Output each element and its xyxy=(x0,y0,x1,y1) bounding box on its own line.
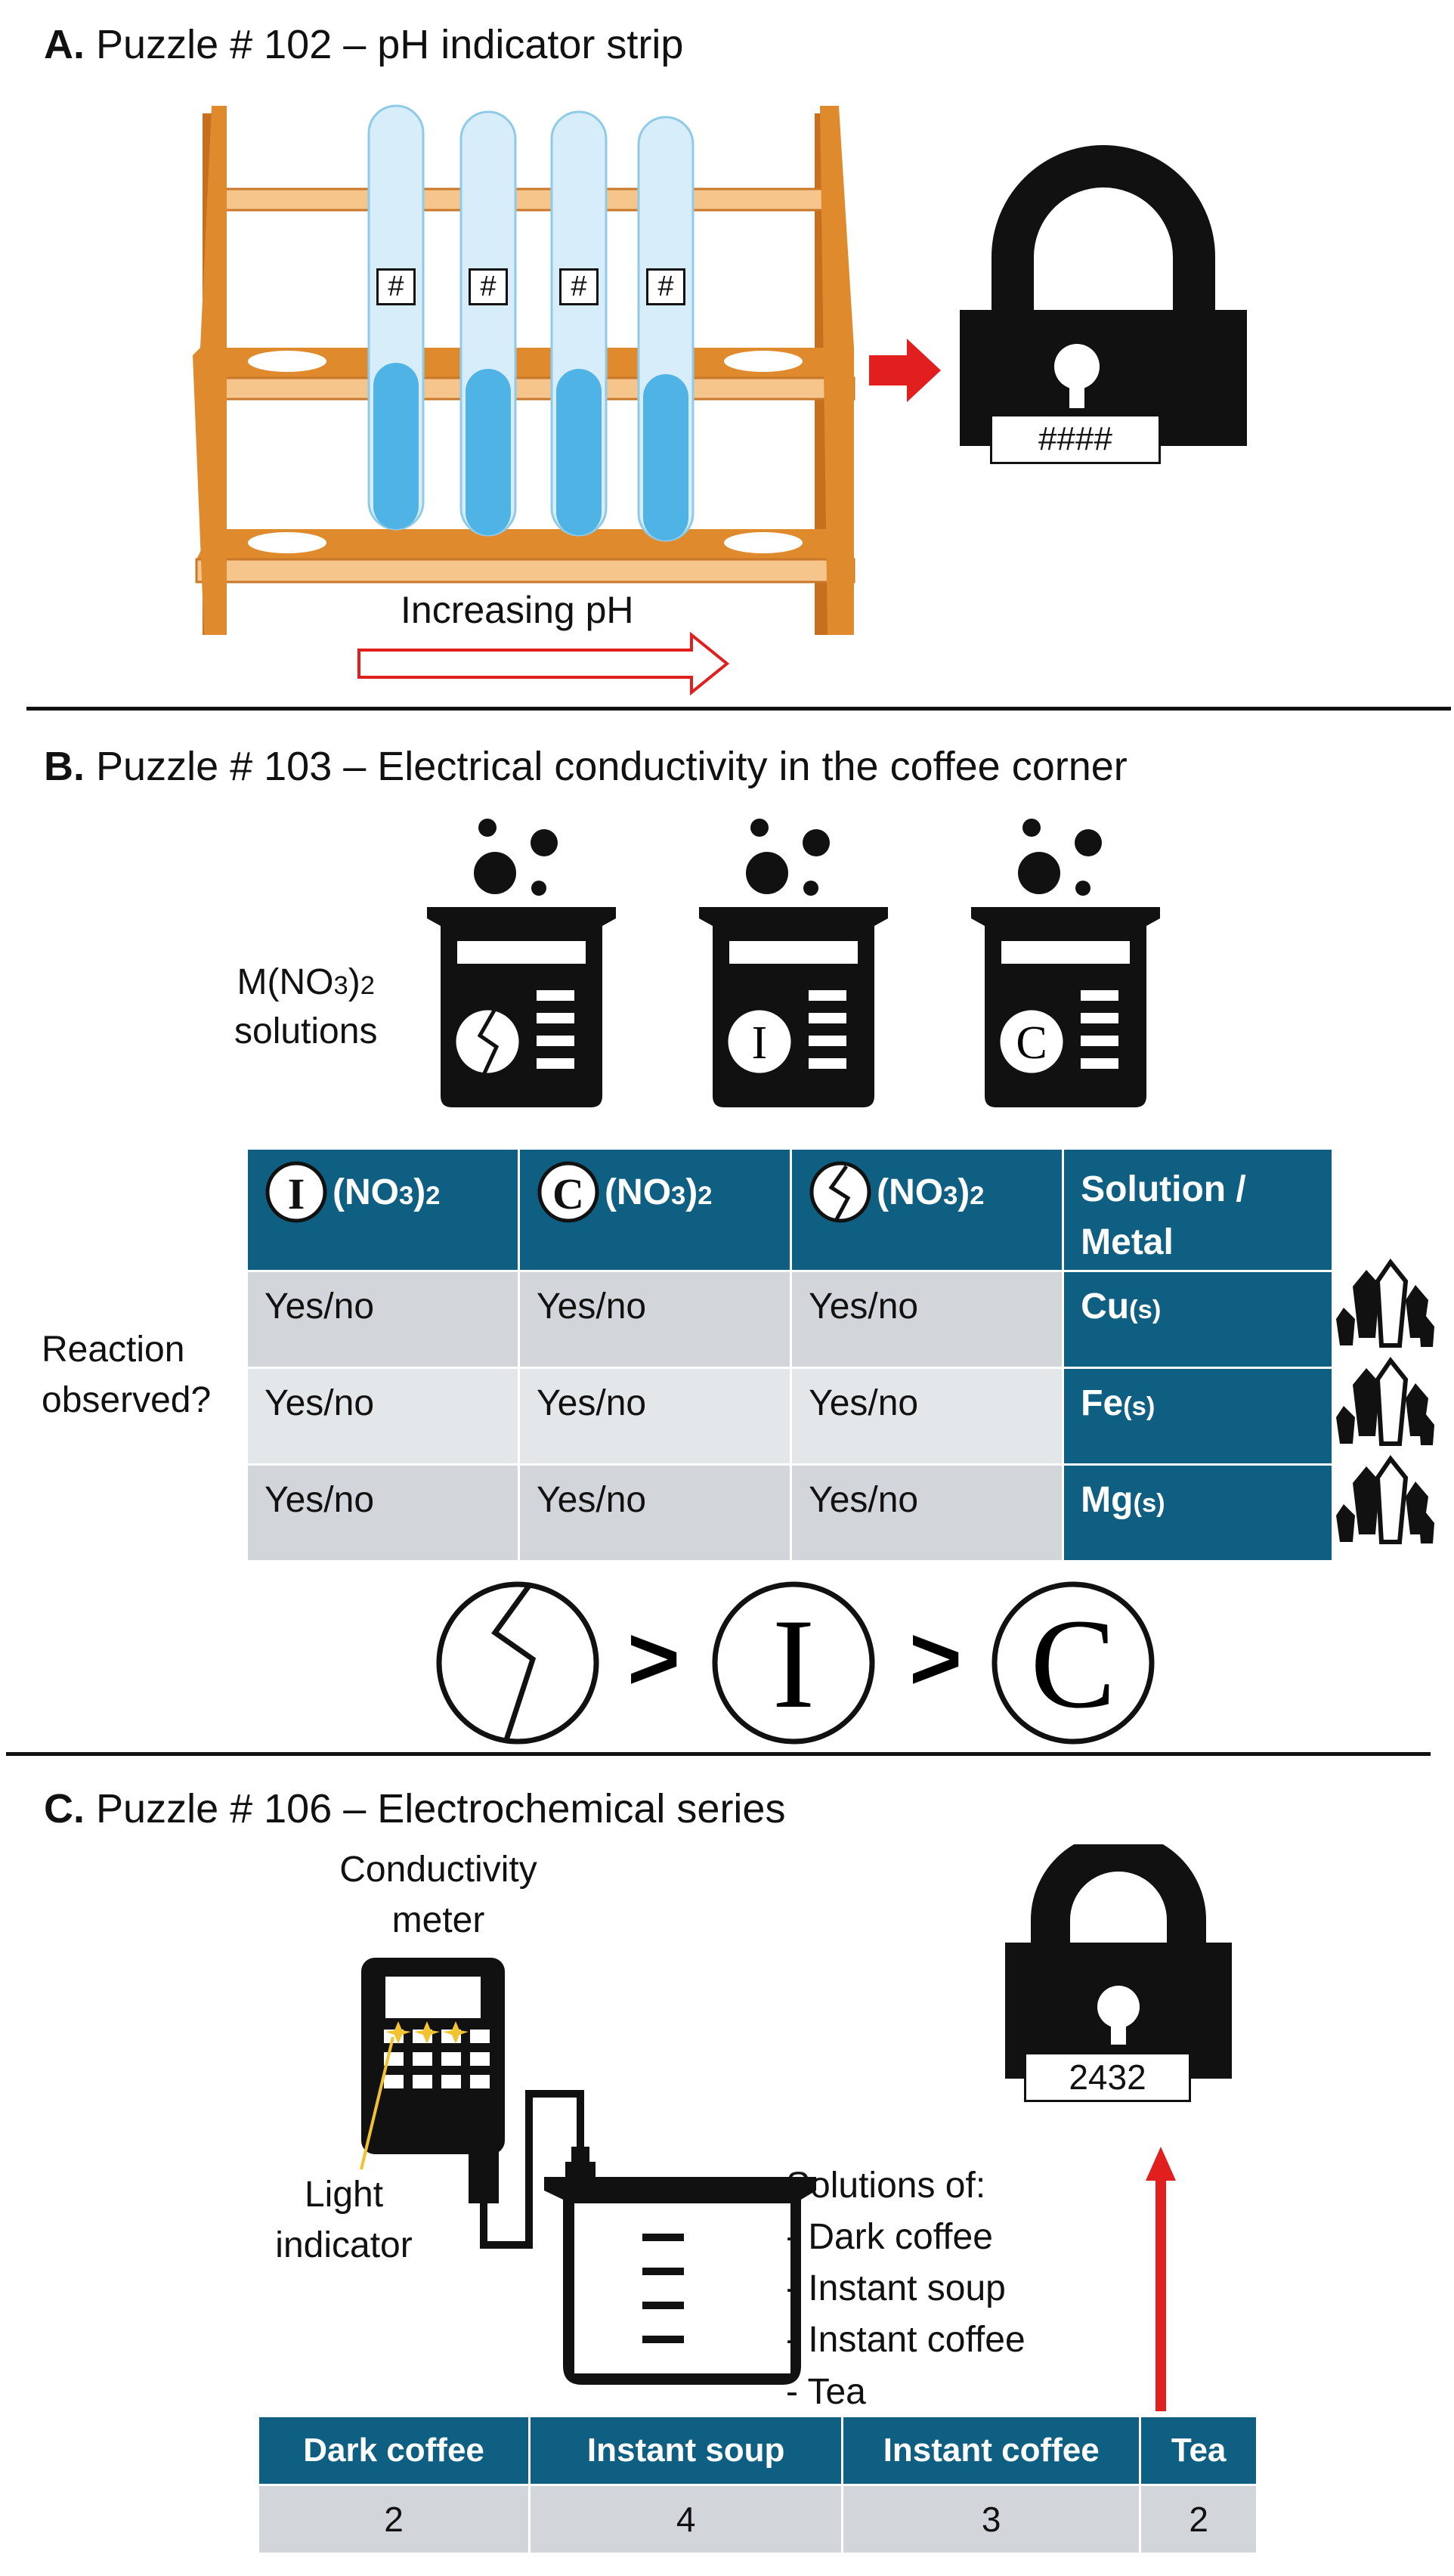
value-tea: 2 xyxy=(1139,2484,1258,2555)
col-header-2: C (NO3)2 xyxy=(518,1147,793,1272)
solution-item: - Tea xyxy=(786,2371,866,2412)
value-instant-soup: 4 xyxy=(528,2484,844,2555)
lock-code-a: #### xyxy=(990,414,1161,464)
solutions-list: Solutions of: - Dark coffee - Instant so… xyxy=(786,2160,1026,2418)
crystal-icon xyxy=(1336,1356,1434,1446)
conductivity-table: Dark coffee Instant soup Instant coffee … xyxy=(256,2415,1258,2555)
tube-label-3: # xyxy=(552,268,606,305)
beaker-symbol-3: C xyxy=(1016,1017,1047,1069)
tube-label-4: # xyxy=(639,268,693,305)
svg-text:C: C xyxy=(1030,1593,1115,1735)
test-tube-1 xyxy=(367,104,425,531)
ph-rack-diagram xyxy=(193,104,1247,696)
solution-item: - Instant soup xyxy=(786,2268,1006,2309)
solution-item: - Instant coffee xyxy=(786,2320,1026,2361)
beaker-icon-2: I xyxy=(699,819,888,1107)
metal-crack-icon xyxy=(809,1161,871,1223)
svg-text:C: C xyxy=(552,1169,584,1218)
padlock-icon xyxy=(960,145,1247,446)
tube-label-2: # xyxy=(461,268,515,305)
header-instant-soup: Instant soup xyxy=(528,2415,844,2486)
metal-c-icon: C xyxy=(537,1161,599,1223)
ranking-c-icon: C xyxy=(992,1581,1155,1745)
light-indicator-line xyxy=(360,2036,394,2170)
header-instant-coffee: Instant coffee xyxy=(841,2415,1142,2486)
col-header-solution-metal: Solution / Metal xyxy=(1062,1147,1334,1272)
conductivity-setup xyxy=(360,1958,1176,2411)
ranking-crack-icon xyxy=(436,1581,599,1745)
test-tube-2 xyxy=(459,110,517,537)
tube-label-1: # xyxy=(369,268,423,305)
beaker-icon-3: C xyxy=(971,819,1160,1107)
panel-a-title: A. Puzzle # 102 – pH indicator strip xyxy=(44,22,684,67)
test-tube-4 xyxy=(637,116,695,542)
value-instant-coffee: 3 xyxy=(841,2484,1142,2555)
divider-1 xyxy=(26,707,1451,711)
rack-shelf-top xyxy=(210,187,840,212)
metal-i-icon: I xyxy=(265,1161,327,1223)
light-indicator-label: Light indicator xyxy=(275,2175,413,2266)
increasing-ph-arrow-icon xyxy=(357,631,730,696)
value-dark-coffee: 2 xyxy=(256,2484,531,2555)
lock-code-c: 2432 xyxy=(1024,2052,1191,2102)
panel-c-title: C. Puzzle # 106 – Electrochemical series xyxy=(44,1786,786,1831)
solution-item: - Dark coffee xyxy=(786,2217,993,2258)
ranking-operator-1: > xyxy=(627,1608,680,1709)
divider-2 xyxy=(6,1752,1431,1756)
header-tea: Tea xyxy=(1139,2415,1258,2486)
metal-cu: Cu(s) xyxy=(1062,1270,1334,1369)
conductivity-meter-label: Conductivity meter xyxy=(339,1850,537,1941)
crystal-icons xyxy=(1336,1258,1434,1544)
reaction-observed-label: Reaction observed? xyxy=(42,1330,212,1421)
col-header-3: (NO3)2 xyxy=(790,1147,1065,1272)
red-up-arrow-icon xyxy=(1155,2177,1166,2411)
beaker-icon-1 xyxy=(427,819,616,1107)
increasing-ph-label: Increasing pH xyxy=(401,589,634,631)
table-row: Yes/no Yes/no Yes/no Fe(s) xyxy=(245,1367,1334,1466)
svg-text:I: I xyxy=(772,1593,815,1735)
beakers-row: I C xyxy=(427,819,1160,1107)
reactivity-ranking: > I > C xyxy=(436,1581,1155,1745)
rack-shelf-bottom xyxy=(196,529,854,559)
ranking-operator-2: > xyxy=(909,1608,962,1709)
metal-fe: Fe(s) xyxy=(1062,1367,1334,1466)
crystal-icon xyxy=(1336,1258,1434,1348)
ranking-i-icon: I xyxy=(712,1581,875,1745)
crystal-icon xyxy=(1336,1454,1434,1544)
metal-mg: Mg(s) xyxy=(1062,1463,1334,1562)
red-arrow-icon xyxy=(869,339,941,402)
col-header-1: I (NO3)2 xyxy=(245,1147,521,1272)
solutions-title: Solutions of: xyxy=(786,2166,986,2206)
table-row: 2 4 3 2 xyxy=(256,2484,1258,2555)
reaction-table: I (NO3)2 C (NO3)2 (NO3)2 Solution / Meta… xyxy=(245,1147,1334,1562)
light-star-icon xyxy=(385,2021,469,2044)
table-row: Yes/no Yes/no Yes/no Mg(s) xyxy=(245,1463,1334,1562)
rack-post-front-right xyxy=(820,106,854,635)
test-tube-3 xyxy=(550,110,608,537)
svg-text:I: I xyxy=(288,1169,305,1218)
panel-b-title: B. Puzzle # 103 – Electrical conductivit… xyxy=(44,744,1128,789)
header-dark-coffee: Dark coffee xyxy=(256,2415,531,2486)
table-row: Yes/no Yes/no Yes/no Cu(s) xyxy=(245,1270,1334,1369)
solutions-label: M(NO3)2 solutions xyxy=(234,962,378,1051)
rack-post-front-left xyxy=(193,106,227,635)
beaker-symbol-2: I xyxy=(752,1017,768,1069)
